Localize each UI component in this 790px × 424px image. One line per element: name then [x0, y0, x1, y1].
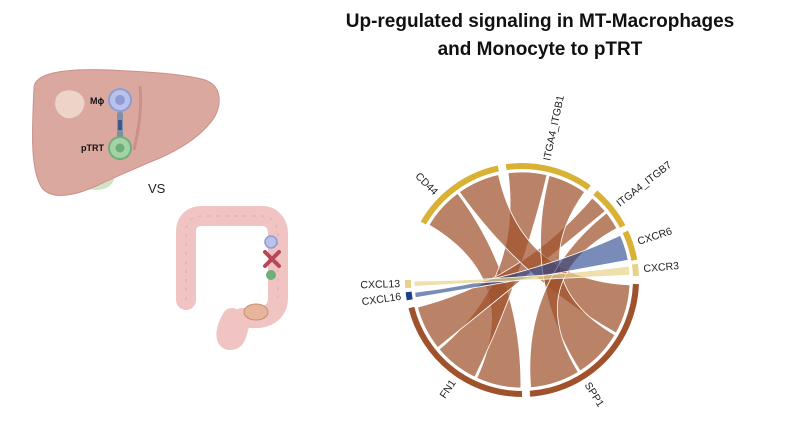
liver-lesion — [55, 90, 85, 119]
chord-arc-itga4-itgb1 — [505, 163, 591, 191]
chord-arc-spp1 — [529, 283, 639, 397]
colon-macrophage — [264, 235, 278, 249]
chord-link-spp1-itga4-itgb7 — [529, 212, 618, 389]
macrophage-label: Mϕ — [90, 96, 104, 106]
vs-label: VS — [148, 181, 166, 196]
chord-link-cxcl13-cxcr3 — [413, 265, 631, 287]
chord-arc-fn1 — [408, 306, 523, 397]
ligand-connector — [118, 120, 122, 130]
chord-label-cd44: CD44 — [413, 170, 441, 198]
chord-diagram: CD44 ITGA4_ITGB1ITGA4_ITGB7CXCR6CXCR3SPP1… — [360, 94, 679, 409]
chord-label-cxcr3: CXCR3 — [643, 260, 680, 275]
colon-shape — [176, 206, 288, 350]
chord-label-spp1: SPP1 — [582, 380, 606, 409]
ptrt-label: pTRT — [81, 143, 104, 153]
liver-shape — [31, 69, 220, 196]
colon-ptrt — [266, 270, 276, 280]
chord-arc-cxcr6 — [622, 230, 638, 261]
chord-link-cxcl16-cxcr6 — [414, 234, 629, 299]
chord-label-itga4-itgb1: ITGA4_ITGB1 — [541, 94, 567, 162]
chord-arc-itga4-itgb7 — [593, 190, 626, 228]
colon-illustration: CD44 ITGA4_ITGB1ITGA4_ITGB7CXCR6CXCR3SPP1… — [176, 94, 680, 409]
chord-label-cxcl16: CXCL16 — [361, 291, 402, 308]
chord-label-fn1: FN1 — [438, 378, 459, 401]
colon-haustra — [185, 215, 279, 300]
chord-label-cxcr6: CXCR6 — [636, 225, 674, 247]
liver-illustration: Mϕ pTRT VS CD44 ITGA4_ITGB1ITGA4_ITGB7CXC… — [31, 69, 680, 409]
chord-arcs — [405, 163, 639, 397]
chord-label-cxcl13: CXCL13 — [360, 278, 400, 291]
chord-arc-cxcl16 — [405, 291, 413, 301]
title-line-1: Up-regulated signaling in MT-Macrophages — [345, 11, 735, 32]
chord-arc-cd44 — [420, 165, 499, 225]
macrophage-nucleus — [115, 95, 125, 105]
ptrt-nucleus — [115, 143, 125, 153]
chord-links — [413, 171, 631, 389]
figure-title: Up-regulated signaling in MT-Macrophages… — [290, 8, 790, 64]
chord-label-itga4-itgb7: ITGA4_ITGB7 — [614, 159, 674, 210]
chord-arc-cxcr3 — [631, 263, 639, 277]
liver-lobe-line — [132, 85, 143, 151]
blocked-x-icon — [263, 250, 281, 268]
colon-tumor — [243, 303, 269, 321]
title-line-2: and Monocyte to pTRT — [437, 39, 643, 60]
